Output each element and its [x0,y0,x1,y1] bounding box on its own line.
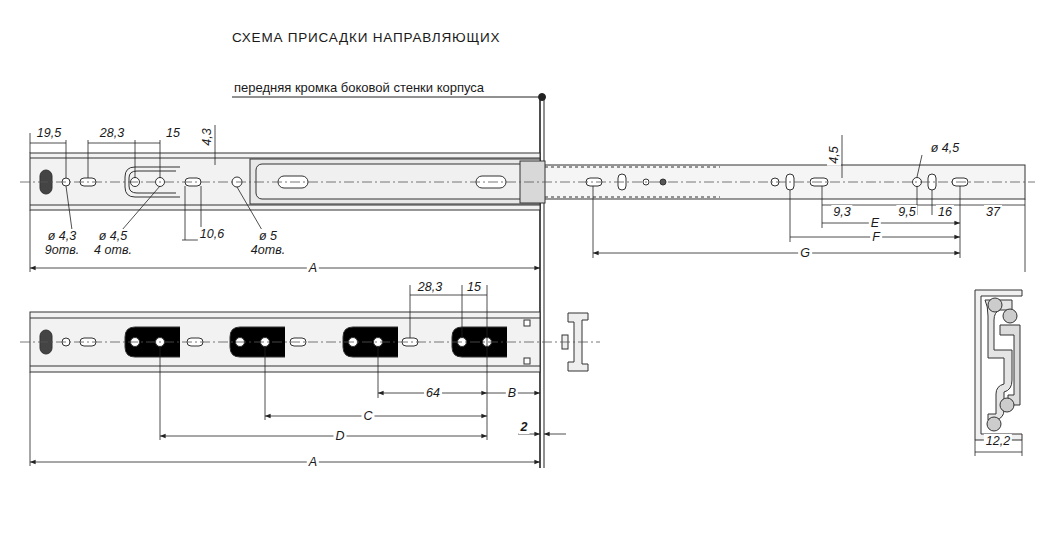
dimension-label: 15 [164,126,182,140]
dimension-label: B [506,386,518,400]
dimension-label: F [870,230,882,244]
dimension-label: 2 [519,420,530,434]
dimension-label: 4,5 [827,144,841,165]
dimension-label: D [333,429,346,443]
dimension-label: 9отв. [43,243,81,257]
dimension-label: ø 4,3 [46,229,79,243]
dimension-label: E [869,216,881,230]
dimension-label: ø 5 [257,229,279,243]
drawing-title: СХЕМА ПРИСАДКИ НАПРАВЛЯЮЩИХ [232,30,500,45]
dimension-label: 16 [936,205,954,219]
reference-note: передняя кромка боковой стенки корпуса [232,81,486,95]
dimension-label: 10,6 [198,227,226,241]
dimension-label: ø 4,5 [929,141,962,155]
dimension-label: 4отв. [249,243,287,257]
dimension-label: G [798,246,812,260]
dimension-label: A [307,261,319,275]
dimension-label: C [361,409,374,423]
dimension-label: 4,3 [200,126,214,147]
dimension-label: 19,5 [35,126,63,140]
dimension-label: 12,2 [984,434,1012,448]
dimension-label: 28,3 [416,280,444,294]
dimension-label: 9,5 [896,205,917,219]
dimension-label: 64 [424,386,442,400]
dimension-label: A [307,455,319,469]
dimension-label: 37 [984,205,1002,219]
dimension-label: 9,3 [831,205,852,219]
dimension-label: 4 отв. [92,243,134,257]
dimension-label: 28,3 [98,126,126,140]
dimension-label: ø 4,5 [97,229,130,243]
dimension-label: 15 [465,280,483,294]
